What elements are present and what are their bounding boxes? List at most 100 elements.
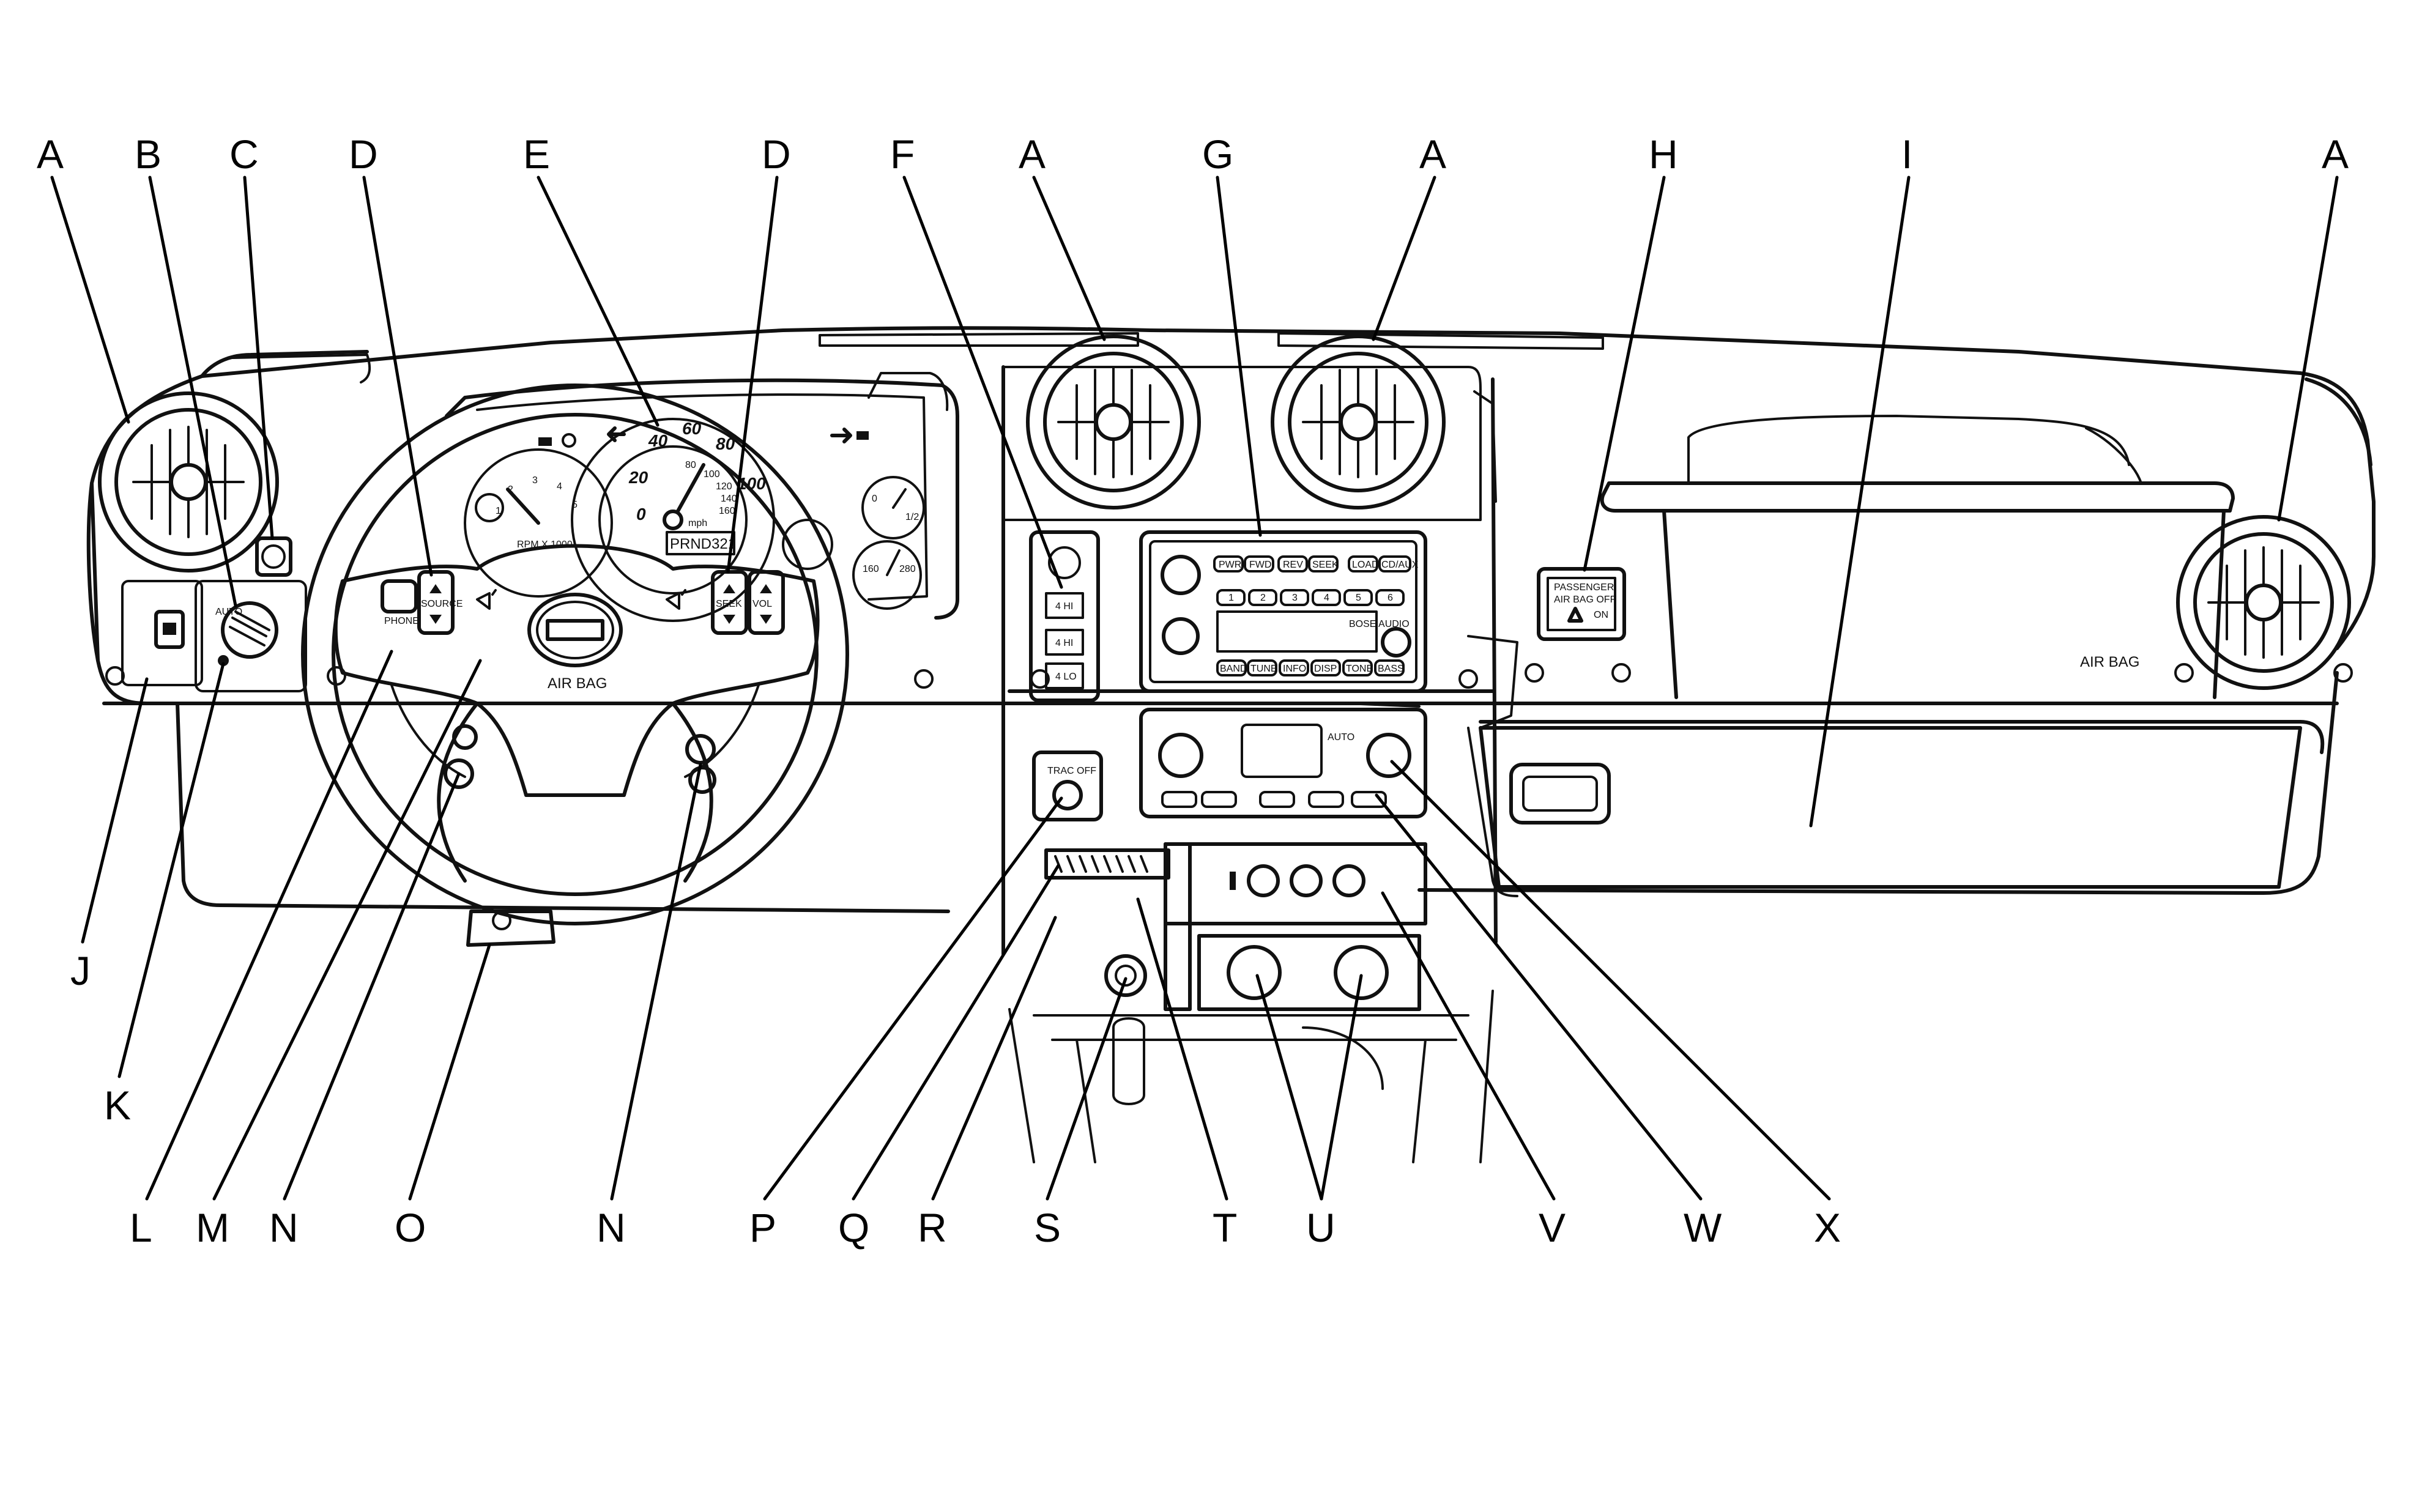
preset-4-button[interactable] [1312, 589, 1341, 606]
climate-right-knob[interactable] [1366, 733, 1411, 778]
tachometer [464, 448, 613, 598]
gear-indicator: PRND321 [670, 536, 736, 552]
ignition-switch[interactable] [1104, 954, 1147, 997]
svg-text:3: 3 [532, 475, 538, 486]
left-switch-panel: AUTO [105, 536, 346, 692]
mute-button[interactable] [688, 766, 716, 794]
telephone-button[interactable] [685, 734, 716, 765]
preset-5-button[interactable] [1343, 589, 1373, 606]
callout-c: C [229, 132, 259, 177]
cruise-set-button[interactable] [452, 724, 478, 750]
radio-presets: 1 2 3 4 5 6 [1216, 589, 1405, 606]
transfer-case-panel [1029, 530, 1100, 702]
climate-control: AUTO [1139, 708, 1427, 818]
preset-3-button[interactable] [1280, 589, 1309, 606]
air-vent-right [2176, 515, 2351, 690]
steering-airbag-label: AIR BAG [548, 675, 607, 692]
auxiliary-knob-right[interactable] [1334, 945, 1389, 1000]
svg-text:1/2: 1/2 [905, 512, 919, 522]
traction-control-button[interactable] [1052, 780, 1083, 810]
callout-a-1: A [37, 132, 64, 177]
seek-label: SEEK [716, 599, 742, 609]
svg-text:LOAD: LOAD [1352, 560, 1379, 570]
radio-band-button[interactable] [1216, 659, 1247, 676]
horn-icon-left [476, 589, 497, 610]
svg-text:20: 20 [628, 468, 648, 487]
svg-text:SEEK: SEEK [1312, 560, 1339, 570]
svg-text:0: 0 [872, 494, 877, 504]
glovebox-latch[interactable] [1509, 763, 1611, 825]
callout-l: L [130, 1205, 152, 1250]
steering-vol-button[interactable] [748, 570, 785, 635]
svg-text:40: 40 [648, 431, 668, 450]
dash-airbag-label: AIR BAG [2080, 654, 2139, 670]
climate-left-knob[interactable] [1158, 733, 1203, 778]
svg-text:AIR BAG OFF: AIR BAG OFF [1554, 595, 1616, 605]
steering-column [466, 910, 555, 947]
radio-fwd-button[interactable] [1244, 555, 1274, 573]
radio-tune-knob[interactable] [1162, 617, 1200, 655]
traction-control-panel [1032, 750, 1103, 821]
climate-button-3[interactable] [1259, 791, 1295, 808]
radio-rev-button[interactable] [1277, 555, 1308, 573]
temp-gauge [852, 540, 922, 610]
auxiliary-knob-left[interactable] [1227, 945, 1282, 1000]
accessory-hazard-button[interactable] [1332, 864, 1365, 897]
radio-seek-button[interactable] [1308, 555, 1339, 573]
transfer-4hi-button[interactable] [1045, 592, 1084, 619]
radio-load-button[interactable] [1348, 555, 1378, 573]
svg-text:BAND: BAND [1220, 664, 1247, 674]
callout-a-2: A [1019, 132, 1046, 177]
radio-disp-button[interactable] [1310, 659, 1341, 676]
callout-p: P [749, 1205, 776, 1250]
preset-1-button[interactable] [1216, 589, 1246, 606]
callout-t: T [1213, 1205, 1237, 1250]
callout-labels-bottom: J K L M N O N P Q R S T U V W X [70, 948, 1841, 1250]
svg-text:1: 1 [496, 506, 501, 516]
accessory-lighter[interactable] [1290, 864, 1323, 897]
callout-x: X [1814, 1205, 1841, 1250]
shift-lever[interactable] [1044, 848, 1170, 880]
accessory-power-outlet[interactable] [1247, 864, 1280, 897]
turn-signal-left-icon [607, 426, 626, 442]
cruise-control-button[interactable] [444, 758, 474, 789]
leader-lines [50, 176, 2339, 1201]
climate-auto-label: AUTO [1328, 732, 1354, 743]
radio-pwr-button[interactable] [1213, 555, 1244, 573]
svg-text:100: 100 [704, 469, 720, 480]
radio-volume-knob[interactable] [1381, 627, 1411, 658]
radio-power-knob[interactable] [1161, 555, 1201, 595]
transfer-4hi-lock-button[interactable] [1045, 629, 1084, 656]
svg-text:FWD: FWD [1249, 560, 1271, 570]
vol-label: VOL [752, 599, 772, 609]
preset-2-button[interactable] [1248, 589, 1277, 606]
svg-text:120: 120 [716, 481, 732, 492]
climate-button-4[interactable] [1308, 791, 1344, 808]
center-console [1008, 990, 1494, 1163]
callout-m: M [196, 1205, 229, 1250]
callout-u: U [1306, 1205, 1336, 1250]
steering-source-button[interactable] [417, 570, 455, 635]
svg-text:TONE: TONE [1346, 664, 1373, 674]
climate-button-1[interactable] [1161, 791, 1197, 808]
svg-text:80: 80 [685, 460, 696, 470]
transfer-4lo-button[interactable] [1045, 662, 1084, 689]
callout-o: O [395, 1205, 426, 1250]
passenger-airbag-indicator [1537, 567, 1626, 641]
radio-bass-button[interactable] [1374, 659, 1405, 676]
steering-phone-button[interactable] [381, 579, 418, 613]
check-engine-icon [562, 433, 576, 448]
radio-tone-button[interactable] [1342, 659, 1373, 676]
callout-g: G [1202, 132, 1233, 177]
callout-i: I [1901, 132, 1912, 177]
radio-tune-button[interactable] [1247, 659, 1277, 676]
climate-rear-defrost-button[interactable] [1351, 791, 1387, 808]
climate-button-2[interactable] [1201, 791, 1237, 808]
radio-info-button[interactable] [1279, 659, 1309, 676]
radio-cd-aux-button[interactable] [1378, 555, 1411, 573]
preset-6-button[interactable] [1375, 589, 1405, 606]
callout-f: F [890, 132, 915, 177]
svg-text:4 LO: 4 LO [1055, 672, 1077, 682]
svg-text:160: 160 [719, 506, 735, 516]
